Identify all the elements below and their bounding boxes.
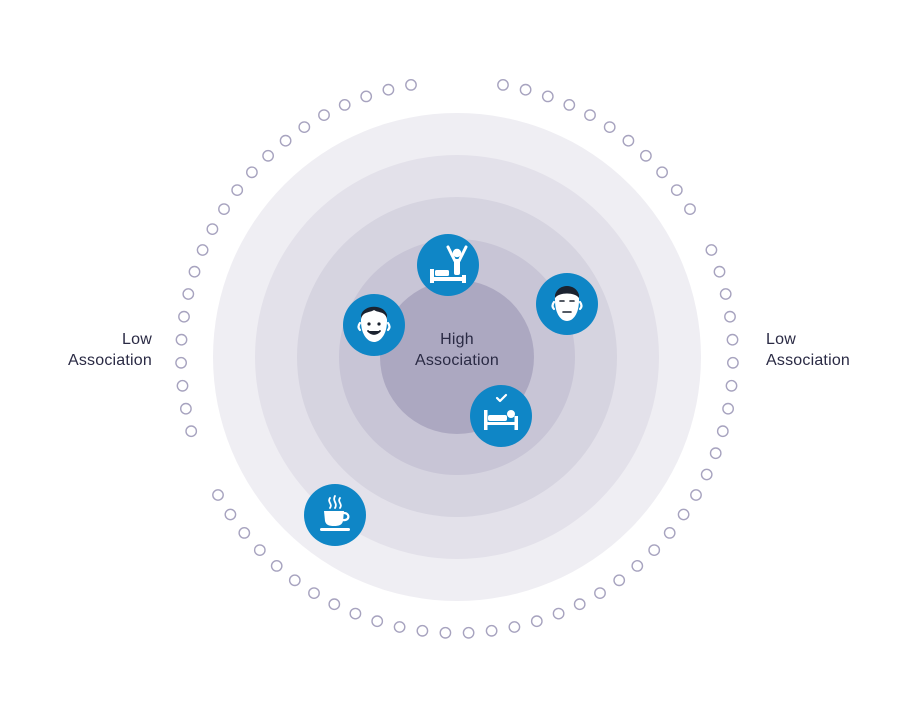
boundary-dot (212, 489, 224, 501)
boundary-dot (727, 356, 739, 369)
boundary-dot (726, 333, 739, 346)
boundary-dot (176, 379, 189, 392)
coffee-node[interactable] (304, 484, 366, 546)
boundary-dot (206, 223, 219, 236)
boundary-dot (705, 244, 718, 256)
boundary-dot (393, 621, 406, 633)
sleeping-node[interactable] (470, 385, 532, 447)
association-rings (213, 113, 701, 601)
boundary-dot (175, 356, 188, 369)
smiling-face-node[interactable] (343, 294, 405, 356)
boundary-dot (179, 402, 192, 415)
boundary-dot (308, 587, 320, 599)
boundary-dot (416, 624, 429, 637)
boundary-dot (360, 90, 373, 103)
boundary-dot (224, 508, 237, 521)
boundary-dot (713, 265, 726, 278)
boundary-dot (439, 626, 452, 639)
boundary-dot (188, 265, 201, 278)
boundary-dot (603, 121, 616, 134)
boundary-dot (288, 574, 301, 587)
coffee-cup-icon (320, 495, 350, 531)
boundary-dot (573, 598, 586, 611)
boundary-dot (185, 425, 198, 438)
boundary-dot (497, 79, 509, 91)
boundary-dot (298, 121, 311, 134)
boundary-dot (175, 333, 188, 346)
boundary-dot (725, 379, 738, 392)
high-association-line2: Association (414, 352, 500, 369)
boundary-dot (508, 621, 521, 633)
boundary-dot (530, 615, 543, 628)
boundary-dot (238, 527, 251, 539)
boundary-dot (328, 598, 341, 611)
low-association-left-line1: Low (122, 331, 152, 348)
boundary-dot (719, 288, 732, 300)
boundary-dot (690, 489, 702, 501)
boundary-dot (663, 527, 676, 539)
boundary-dot (700, 468, 713, 481)
boundary-dot (631, 560, 644, 572)
boundary-dot (716, 425, 729, 438)
boundary-dot (670, 184, 683, 197)
low-association-left-line2: Association (67, 352, 152, 369)
waking-up-node[interactable] (417, 234, 479, 296)
boundary-dot (338, 99, 351, 111)
boundary-dot (519, 83, 532, 96)
boundary-dot (552, 607, 565, 620)
boundary-dot (196, 244, 209, 256)
boundary-dot (656, 166, 668, 179)
boundary-dot (677, 508, 690, 521)
boundary-dot (594, 587, 606, 599)
person-in-bed-icon (484, 393, 518, 430)
boundary-dot (613, 574, 626, 587)
boundary-dot (584, 109, 596, 122)
boundary-dot (270, 560, 283, 572)
high-association-label: High Association (397, 329, 517, 371)
neutral-face-icon (551, 286, 583, 321)
low-association-right-line2: Association (766, 352, 851, 369)
boundary-dot (349, 607, 362, 620)
low-association-right-line1: Low (766, 331, 796, 348)
boundary-dot (640, 149, 652, 162)
boundary-dot (382, 83, 395, 96)
boundary-dot (462, 626, 475, 639)
smiling-face-icon (357, 306, 391, 342)
boundary-dot (231, 184, 244, 197)
low-association-label-left: Low Association (68, 329, 152, 371)
low-association-label-right: Low Association (766, 329, 850, 371)
boundary-dot (541, 90, 554, 103)
person-waking-up-icon (430, 245, 468, 283)
boundary-dot (371, 615, 384, 628)
boundary-dot (262, 149, 274, 162)
boundary-dot (178, 310, 190, 323)
boundary-dot (563, 99, 576, 111)
boundary-dot (253, 544, 266, 556)
boundary-dot (722, 402, 734, 415)
boundary-dot (684, 203, 696, 216)
high-association-line1: High (440, 331, 474, 348)
boundary-dot (279, 134, 292, 147)
boundary-dot (318, 109, 330, 122)
boundary-dot (245, 166, 258, 179)
outer-dotted-boundary (175, 79, 739, 639)
boundary-dot (405, 79, 417, 91)
boundary-dot (182, 288, 195, 300)
boundary-dot (648, 544, 661, 556)
boundary-dot (724, 310, 736, 323)
boundary-dot (709, 447, 722, 460)
boundary-dot (485, 624, 498, 637)
neutral-face-node[interactable] (536, 273, 598, 335)
boundary-dot (218, 203, 230, 216)
boundary-dot (622, 134, 635, 147)
